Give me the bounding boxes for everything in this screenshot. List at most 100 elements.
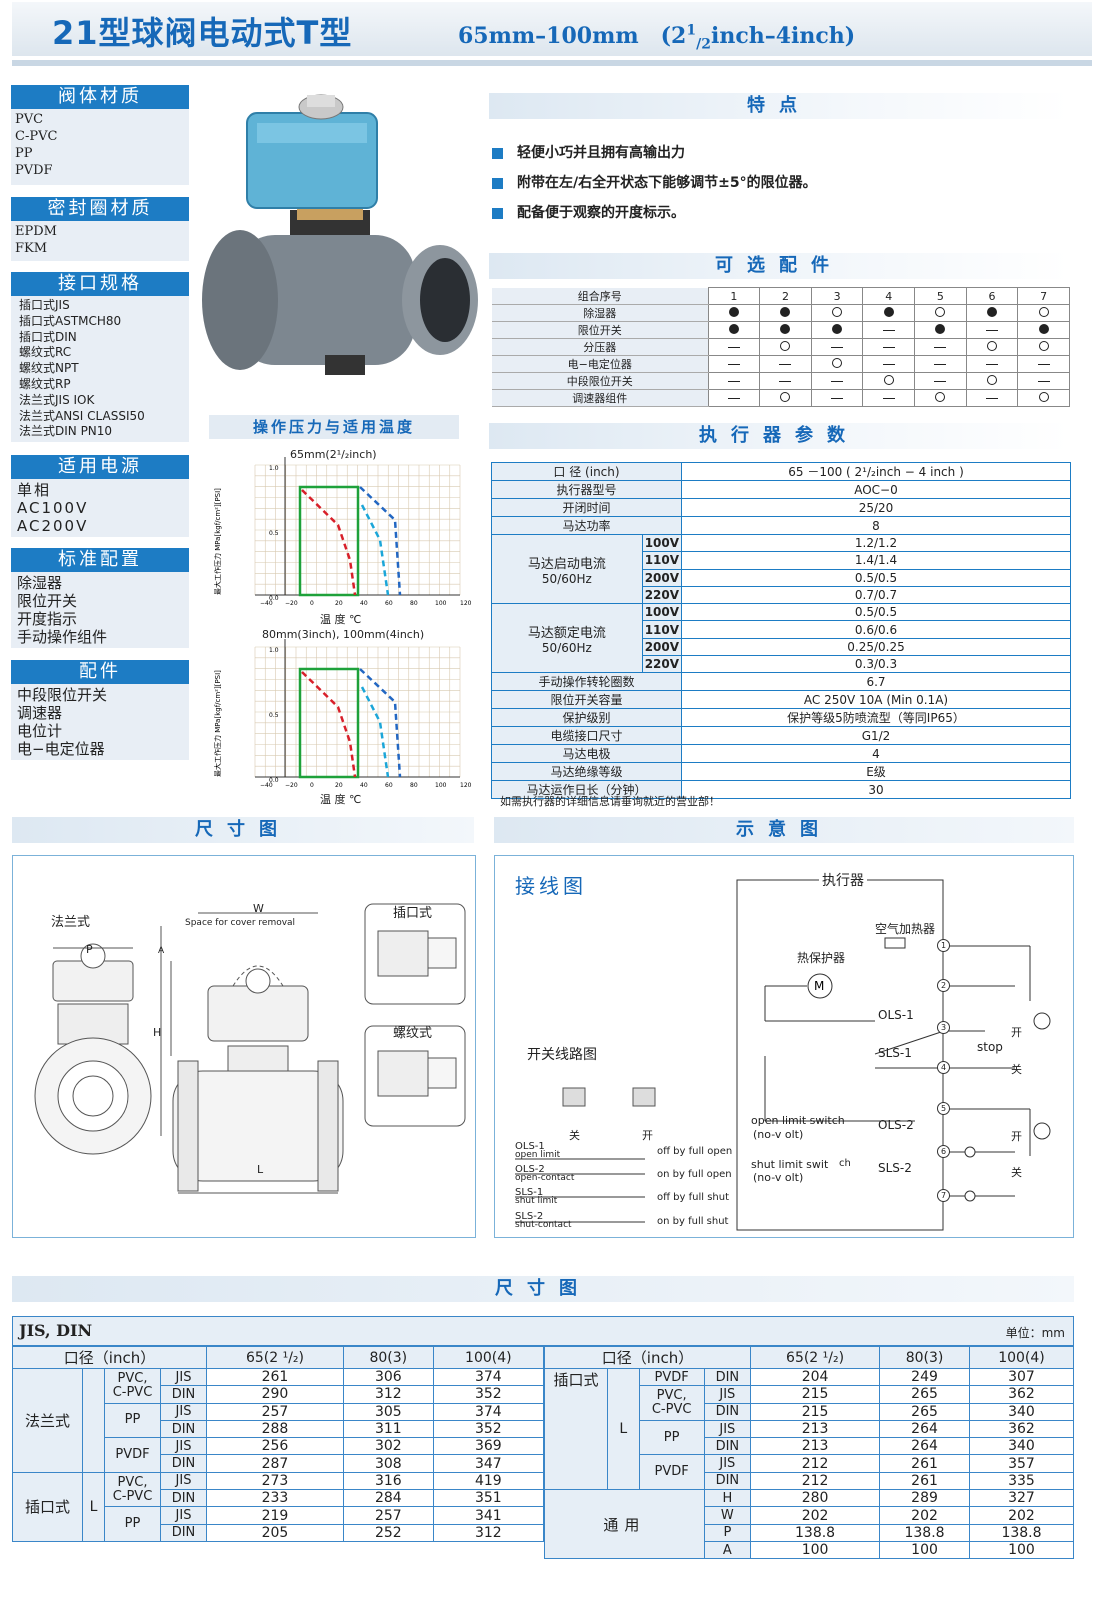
terminal: 4 — [937, 1061, 950, 1074]
dim-value: 306 — [342, 1367, 434, 1387]
y-tick-label: 0.0 — [269, 595, 279, 602]
dim-value: 327 — [968, 1489, 1075, 1508]
spec-value: AC 250V 10A (Min 0.1A) — [681, 690, 1071, 710]
L-cell — [82, 1368, 105, 1473]
filled-dot-icon — [728, 323, 739, 334]
dim-value: 374 — [432, 1367, 545, 1387]
x-tick-label: 60 — [385, 782, 393, 789]
feature-item: 附带在左/右全开状态下能够调节±5°的限位器。 — [492, 172, 817, 192]
dash-icon — [727, 398, 740, 399]
y-axis-label: 最大工作压力 MPa[kgf/cm²][PSI] — [213, 488, 222, 595]
pp-curve — [360, 686, 390, 778]
dash-icon — [1037, 381, 1050, 382]
dim-value: 284 — [342, 1489, 434, 1508]
dash-icon — [934, 364, 947, 365]
dim-value: 316 — [342, 1471, 434, 1491]
dim-value: 264 — [879, 1437, 970, 1456]
actuator-table: 口 径 (inch)65 －100 ( 2¹/₂inch − 4 inch )执… — [491, 462, 1071, 800]
filled-dot-icon — [935, 323, 946, 334]
socket-type: 插口式 — [543, 1367, 609, 1491]
size-range: 65mm–100mm (21/2inch–4inch) — [458, 22, 856, 53]
material-cell: PVDF — [638, 1367, 705, 1387]
size-header: 65(2 ¹/₂) — [749, 1346, 881, 1369]
x-tick-label: 20 — [335, 782, 343, 789]
socket-label: 插口式 — [393, 906, 433, 921]
voltage: 220V — [641, 655, 683, 674]
dim-value: 219 — [206, 1506, 344, 1525]
x-tick-label: 40 — [360, 600, 368, 607]
valve-product-image — [202, 94, 478, 375]
standard-cell: JIS — [703, 1419, 752, 1439]
open-circle-icon — [1038, 306, 1049, 317]
chart2-title: 80mm(3inch), 100mm(4inch) — [262, 628, 425, 641]
dim-value: 100 — [968, 1540, 1075, 1560]
dim-drawing-title: 尺寸图 — [12, 817, 474, 843]
standard-cell: DIN — [160, 1523, 207, 1542]
wiring-title: 接线图 — [515, 874, 587, 898]
open-label-1: 开 — [1011, 1026, 1022, 1039]
spec-value: 1.4/1.4 — [681, 551, 1071, 570]
material-cell: PVC, C-PVC — [638, 1385, 705, 1421]
dim-value: 100 — [749, 1540, 881, 1560]
chart1-title: 65mm(2¹/₂inch) — [290, 448, 377, 461]
open-circle-icon — [780, 340, 791, 351]
switch-line-state: off by full open — [657, 1146, 733, 1157]
dash-icon — [986, 398, 999, 399]
actuator-title: 执行器参数 — [489, 423, 1069, 449]
dim-table-header: JIS, DIN 单位：mm — [12, 1316, 1074, 1346]
size-header: 100(4) — [968, 1346, 1075, 1369]
dash-icon — [882, 364, 895, 365]
dim-value: 261 — [206, 1367, 344, 1387]
H-label: H — [153, 1026, 162, 1039]
material-cell: PVC, C-PVC — [104, 1471, 161, 1508]
filled-dot-icon — [883, 306, 894, 317]
material-cell: PVDF — [638, 1454, 705, 1491]
open-circle-icon — [780, 391, 791, 402]
L-cell: L — [82, 1471, 105, 1542]
size-header: 65(2 ¹/₂) — [206, 1346, 344, 1369]
switch-line-state: off by full shut — [657, 1192, 730, 1203]
dim-value: 138.8 — [879, 1523, 970, 1542]
dim-value: 287 — [206, 1454, 344, 1473]
W-label: W — [253, 902, 264, 915]
voltage: 100V — [641, 533, 683, 553]
filled-dot-icon — [728, 306, 739, 317]
dim-value: 311 — [342, 1419, 434, 1439]
chart2-xlabel: 温 度 ℃ — [320, 793, 362, 806]
standard-cell: DIN — [703, 1437, 752, 1456]
common-label: 通用 — [544, 1489, 705, 1560]
filled-dot-icon — [780, 323, 791, 334]
pvc-range — [298, 667, 360, 779]
size-header: 100(4) — [432, 1346, 545, 1369]
spec-value: 保护等级5防喷流型（等同IP65） — [681, 708, 1071, 728]
standard-cell: JIS — [160, 1367, 207, 1387]
y-tick-label: 1.0 — [269, 647, 279, 654]
parts-title: 配件 — [11, 660, 189, 684]
voltage: 200V — [641, 568, 683, 587]
schematic-title: 示意图 — [494, 817, 1074, 843]
dim-value: 202 — [968, 1506, 1075, 1525]
filled-dot-icon — [1038, 323, 1049, 334]
spec-value: G1/2 — [681, 726, 1071, 746]
material-cell: PVC, C-PVC — [104, 1368, 161, 1404]
open-label-2: 开 — [1011, 1130, 1022, 1143]
standard-cell: DIN — [160, 1489, 207, 1508]
material-cell: PP — [104, 1402, 161, 1439]
dim-value: 369 — [432, 1437, 545, 1456]
sls1-label: SLS-1 — [878, 1046, 912, 1060]
standard-cell: DIN — [160, 1419, 207, 1439]
dim-value: 212 — [749, 1471, 881, 1491]
option-row-label: 分压器 — [492, 338, 708, 356]
spec-key: 马达电极 — [491, 744, 682, 764]
parts-list: 中段限位开关调速器电位计电−电定位器 — [11, 684, 189, 760]
flange-type: 法兰式 — [12, 1368, 83, 1473]
spec-value: 4 — [681, 744, 1071, 764]
L-cell: L — [607, 1367, 640, 1491]
dim-value: 290 — [206, 1385, 344, 1404]
L-label: L — [257, 1163, 264, 1176]
